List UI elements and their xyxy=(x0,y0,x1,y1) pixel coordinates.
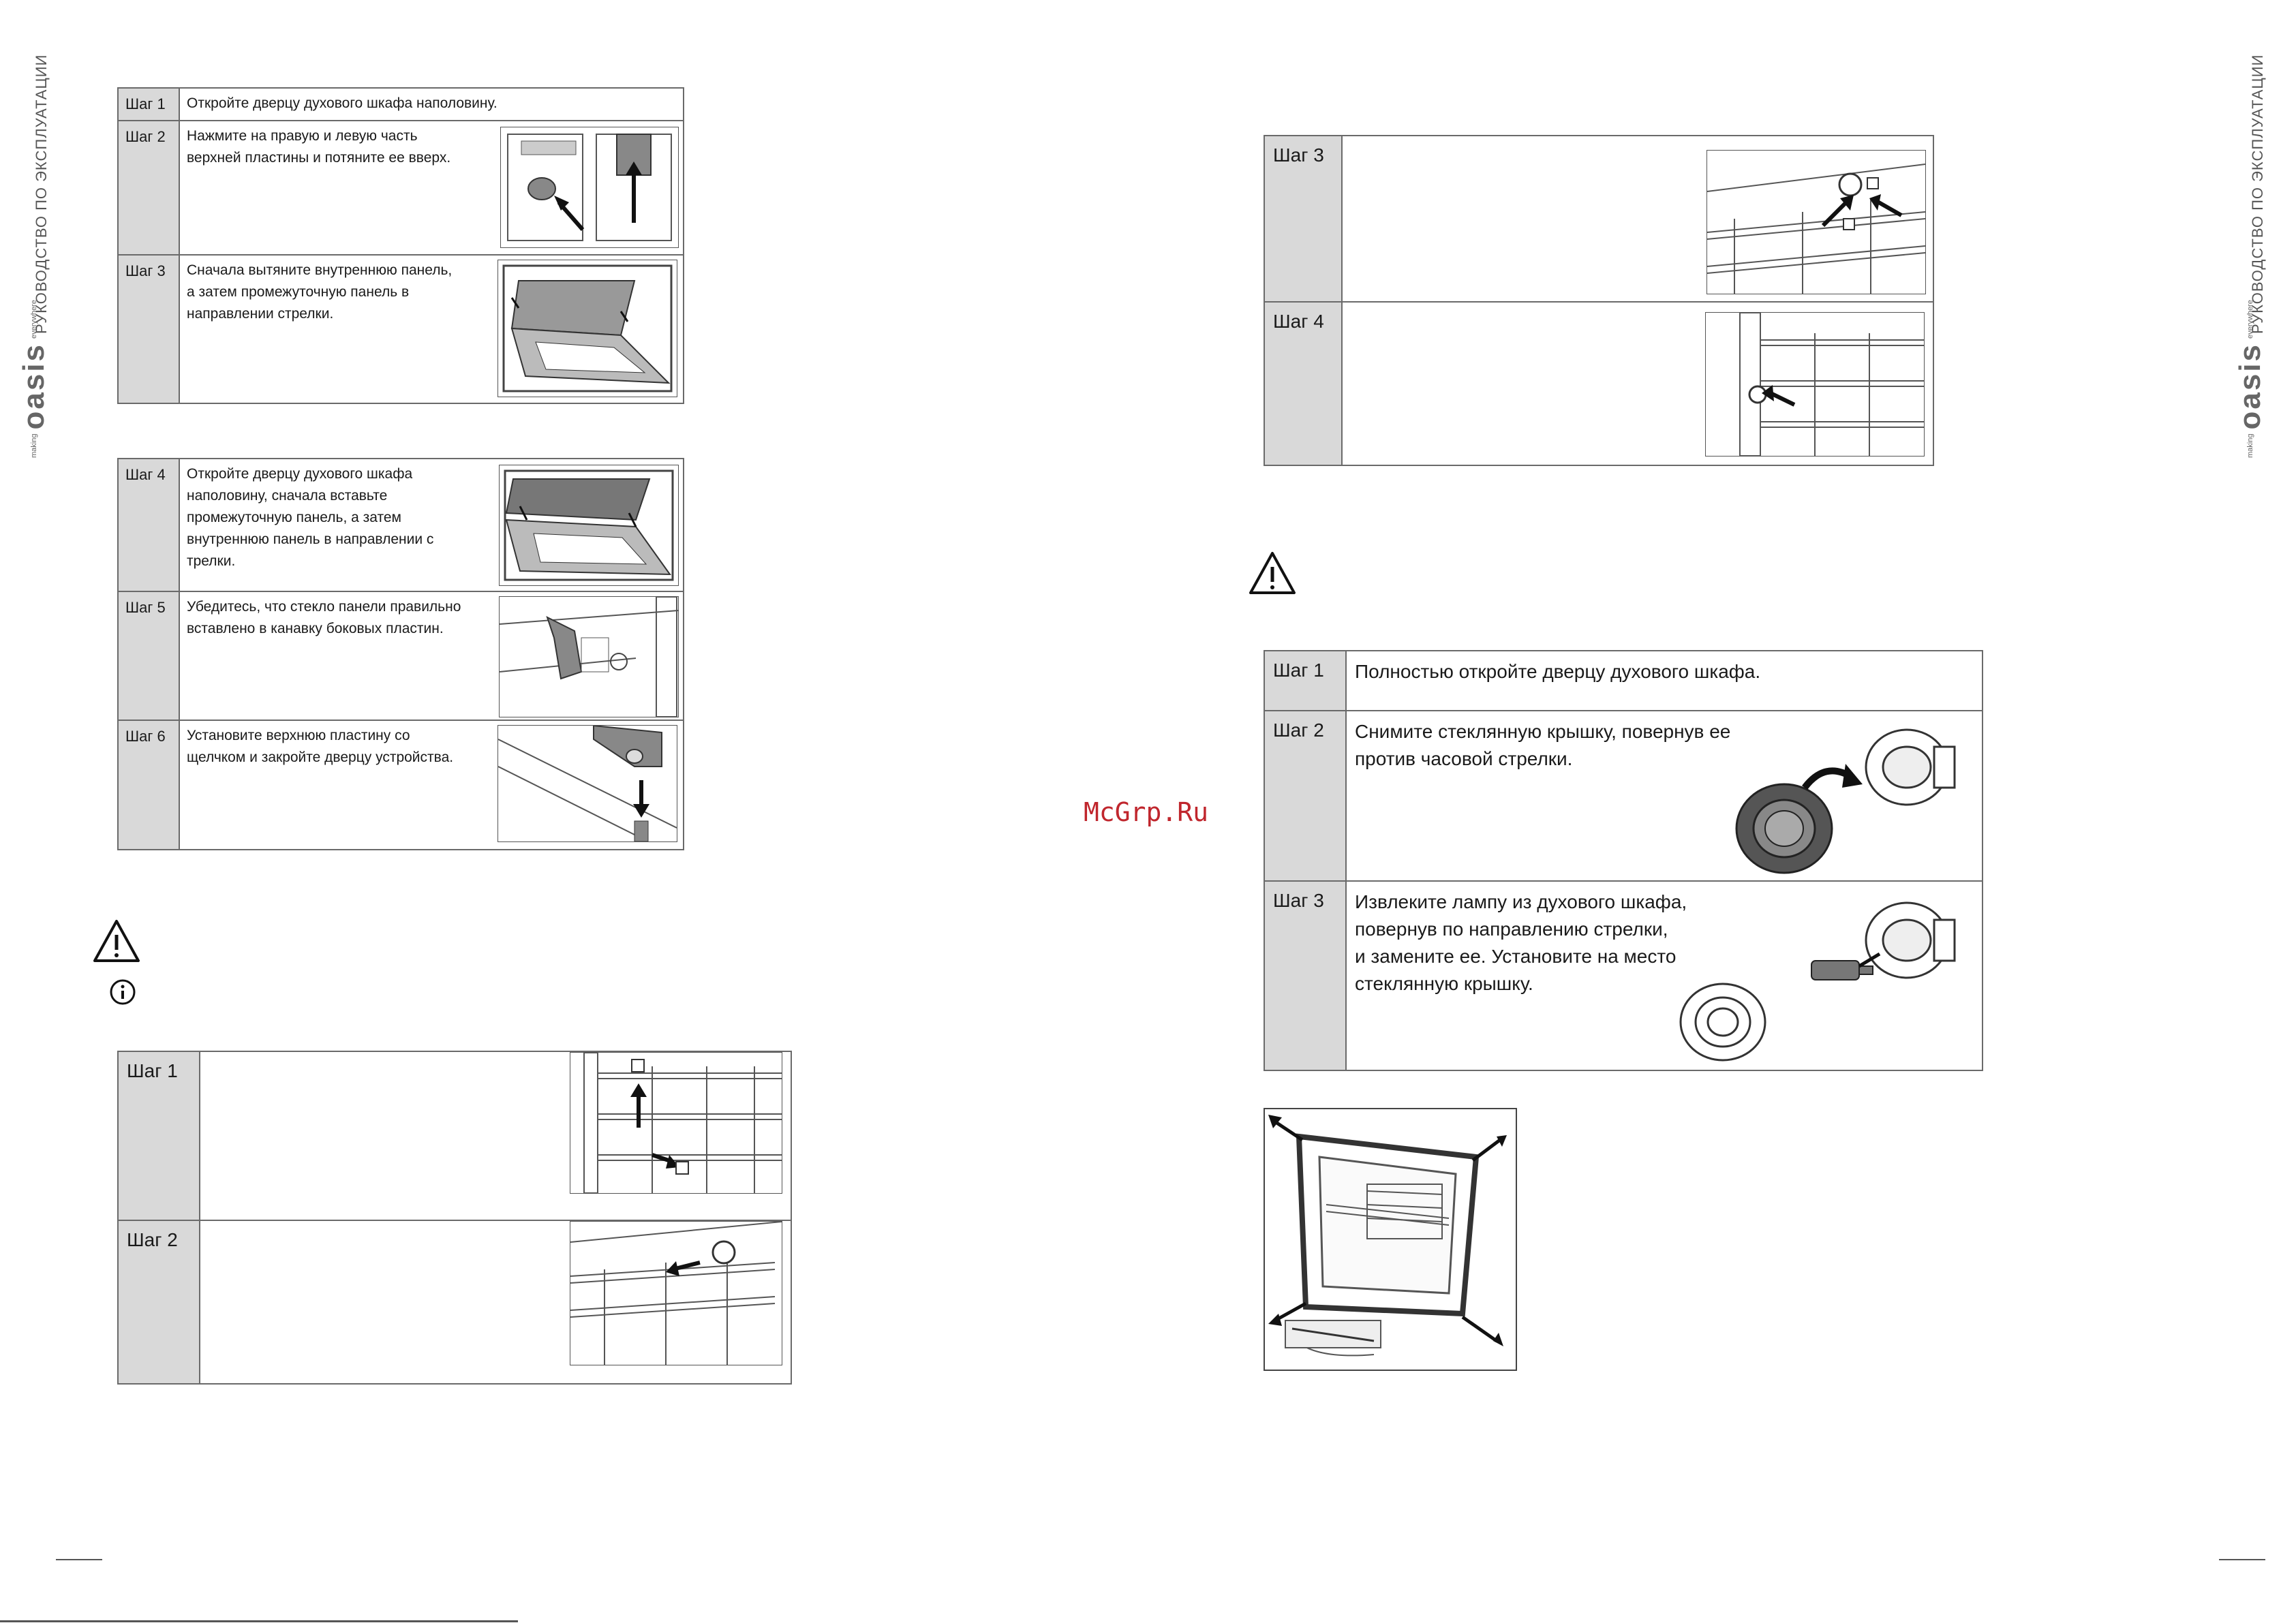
warning-triangle-icon xyxy=(93,918,140,963)
table-row: Шаг 1 Откройте дверцу духового шкафа нап… xyxy=(117,87,684,121)
step-text: Убедитесь, что стекло панели правильно в… xyxy=(179,591,684,721)
lamp-cover-removal-illustration xyxy=(1723,720,1968,876)
step-text xyxy=(1341,301,1934,466)
logo-name: oasis xyxy=(2233,343,2267,430)
step-label: Шаг 1 xyxy=(117,1051,200,1221)
table-row: Шаг 2 Нажмите на правую и левую часть ве… xyxy=(117,120,684,256)
lamp-socket xyxy=(1865,901,1956,979)
step-label: Шаг 3 xyxy=(1264,880,1347,1071)
lamp-replacement-illustration xyxy=(1675,886,1968,1064)
step-text: Полностью откройте дверцу духового шкафа… xyxy=(1345,650,1983,711)
table-row: Шаг 1 Полностью откройте дверцу духового… xyxy=(1264,650,1983,711)
top-plate-install-illustration xyxy=(498,725,677,842)
step-label: Шаг 4 xyxy=(117,458,180,592)
step-label: Шаг 2 xyxy=(117,1220,200,1385)
table-row: Шаг 6 Установите верхнюю пластину со щел… xyxy=(117,720,684,850)
logo-everywhere: everywhere xyxy=(2246,300,2254,339)
table-row: Шаг 5 Убедитесь, что стекло панели прави… xyxy=(117,591,684,721)
table-row: Шаг 4 Откройте дверцу духового шкафа нап… xyxy=(117,458,684,592)
steps-table-e: Шаг 1 Полностью откройте дверцу духового… xyxy=(1264,650,1983,1071)
panel-removal-illustration xyxy=(498,260,677,397)
warning-triangle-icon xyxy=(1249,551,1296,596)
panel-insertion-illustration xyxy=(499,465,679,586)
step-text: Сначала вытяните внутреннюю панель, а за… xyxy=(179,254,684,404)
step-label: Шаг 5 xyxy=(117,591,180,721)
logo-right: making oasis everywhere xyxy=(2233,300,2267,458)
table-row: Шаг 2 Снимите стеклянную крышку, поверну… xyxy=(1264,710,1983,882)
glass-cover xyxy=(1735,783,1833,874)
step-label: Шаг 6 xyxy=(117,720,180,850)
glass-cover xyxy=(1679,983,1766,1062)
rack-reinstall-illustration xyxy=(1705,312,1925,457)
step-text xyxy=(1341,135,1934,303)
steps-table-c: Шаг 1 xyxy=(117,1051,792,1385)
watermark: McGrp.Ru xyxy=(1084,797,1209,827)
step-label: Шаг 3 xyxy=(117,254,180,404)
step-text: Установите верхнюю пластину со щелчком и… xyxy=(179,720,684,850)
logo-name: oasis xyxy=(17,343,50,430)
bulb xyxy=(1811,960,1873,980)
table-row: Шаг 3 Извлеките лампу из духового шкафа,… xyxy=(1264,880,1983,1071)
table-row: Шаг 4 xyxy=(1264,301,1934,466)
logo-making: making xyxy=(29,433,38,458)
table-row: Шаг 3 Сначала вытяните внутреннюю панель… xyxy=(117,254,684,404)
step-text: Откройте дверцу духового шкафа наполовин… xyxy=(179,87,684,121)
info-circle-icon xyxy=(109,978,136,1006)
table-row: Шаг 1 xyxy=(117,1051,792,1221)
steps-table-d: Шаг 3 xyxy=(1264,135,1934,466)
glass-groove-illustration xyxy=(499,596,679,717)
logo-left: making oasis everywhere xyxy=(17,300,50,458)
table-row: Шаг 2 xyxy=(117,1220,792,1385)
top-plate-removal-illustration xyxy=(500,127,679,248)
table-row: Шаг 3 xyxy=(1264,135,1934,303)
step-text: Нажмите на правую и левую часть верхней … xyxy=(179,120,684,256)
steps-table-b: Шаг 4 Откройте дверцу духового шкафа нап… xyxy=(117,458,684,850)
step-text xyxy=(199,1220,792,1385)
oven-cleaning-illustration xyxy=(1264,1108,1517,1371)
step-label: Шаг 2 xyxy=(1264,710,1347,882)
step-label: Шаг 4 xyxy=(1264,301,1343,466)
logo-making: making xyxy=(2246,433,2254,458)
step-text: Откройте дверцу духового шкафа наполовин… xyxy=(179,458,684,592)
side-title-left: РУКОВОДСТВО ПО ЭКСПЛУАТАЦИИ xyxy=(33,54,50,334)
rack-removal-illustration xyxy=(570,1052,782,1194)
lamp-socket xyxy=(1865,728,1956,806)
rack-pull-illustration xyxy=(570,1221,782,1365)
step-label: Шаг 1 xyxy=(1264,650,1347,711)
step-text xyxy=(199,1051,792,1221)
footer-line-left xyxy=(56,1559,102,1560)
side-title-right: РУКОВОДСТВО ПО ЭКСПЛУАТАЦИИ xyxy=(2249,54,2266,334)
footer-line-right xyxy=(2219,1559,2265,1560)
rack-detach-illustration xyxy=(1706,150,1926,294)
step-label: Шаг 2 xyxy=(117,120,180,256)
step-label: Шаг 1 xyxy=(117,87,180,121)
step-label: Шаг 3 xyxy=(1264,135,1343,303)
step-text: Извлеките лампу из духового шкафа, повер… xyxy=(1345,880,1983,1071)
bottom-rule xyxy=(0,1620,518,1622)
steps-table-a: Шаг 1 Откройте дверцу духового шкафа нап… xyxy=(117,87,684,404)
step-text: Снимите стеклянную крышку, повернув ее п… xyxy=(1345,710,1983,882)
logo-everywhere: everywhere xyxy=(29,300,38,339)
